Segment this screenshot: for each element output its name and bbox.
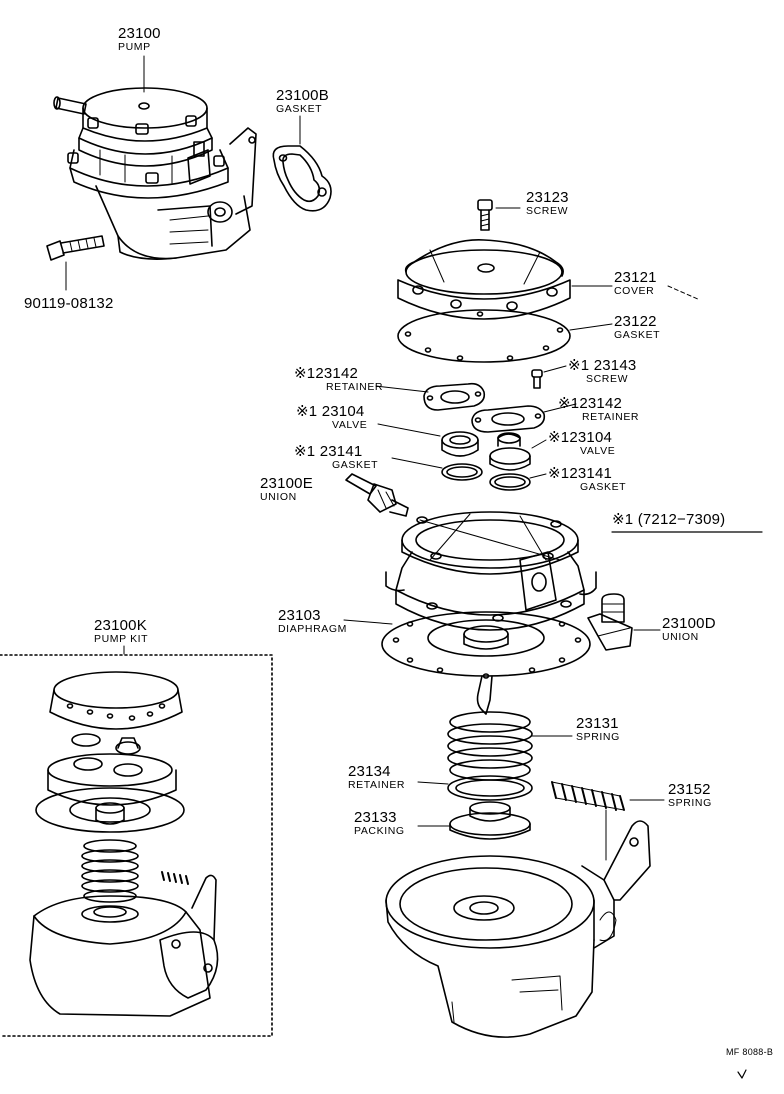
part-name: GASKET <box>614 329 661 341</box>
label-pump: 23100 PUMP <box>118 26 161 53</box>
pump-kit-boundary <box>0 654 273 1037</box>
pump-body-upper-drawing <box>385 511 597 631</box>
part-number: 23100K <box>94 617 147 634</box>
mounting-bolt-drawing <box>46 235 105 261</box>
cover-screw-drawing <box>477 199 493 231</box>
part-name: DIAPHRAGM <box>278 623 347 635</box>
label-retainer-left: ※123142 RETAINER <box>294 366 383 393</box>
valve-retainer-left-drawing <box>423 382 486 411</box>
part-number: 23100B <box>276 87 329 104</box>
label-spring-b: 23152 SPRING <box>668 782 712 809</box>
label-note: ※1 (7212−7309) <box>612 512 725 527</box>
part-name: SPRING <box>576 731 620 743</box>
label-pump-kit: 23100K PUMP KIT <box>94 618 148 645</box>
part-number: 23133 <box>354 809 397 826</box>
part-name: PUMP <box>118 41 151 53</box>
part-number: 23100D <box>662 615 716 632</box>
label-cover-gasket: 23122 GASKET <box>614 314 660 341</box>
label-valve-left: ※1 23104 VALVE <box>296 404 367 431</box>
part-number: 23104 <box>321 403 365 420</box>
label-union-e: 23100E UNION <box>260 476 313 503</box>
note-mark: ※1 <box>558 395 580 412</box>
note-mark: ※1 <box>612 511 634 528</box>
part-number: 23121 <box>614 269 657 286</box>
label-small-screw: ※1 23143 SCREW <box>568 358 636 385</box>
oil-seal-packing-drawing <box>449 801 531 840</box>
note-mark: ※1 <box>568 357 590 374</box>
note-mark: ※1 <box>548 429 570 446</box>
note-mark: ※1 <box>294 443 316 460</box>
part-name: RETAINER <box>326 381 384 393</box>
label-packing: 23133 PACKING <box>354 810 405 837</box>
note-mark: ※1 <box>548 465 570 482</box>
pump-cover-drawing <box>397 239 571 320</box>
lower-pump-body-drawing <box>385 820 651 1038</box>
figure-reference: MF 8088-B <box>726 1047 774 1057</box>
rocker-arm-spring-drawing <box>551 781 625 811</box>
part-number: 23100 <box>118 25 161 42</box>
note-text: (7212−7309) <box>637 511 726 528</box>
part-name: VALVE <box>580 445 616 457</box>
small-screw-drawing <box>531 369 543 389</box>
fuel-pump-assembly-drawing <box>53 87 257 260</box>
part-number: 23134 <box>348 763 391 780</box>
part-name: RETAINER <box>582 411 640 423</box>
part-name: PUMP KIT <box>94 633 149 645</box>
valve-left-drawing <box>441 431 479 457</box>
part-number: 23141 <box>569 465 613 482</box>
part-name: SCREW <box>586 373 629 385</box>
pump-kit-contents-drawing <box>29 671 219 1017</box>
label-gasket-left: ※1 23141 GASKET <box>294 444 378 471</box>
note-mark: ※1 <box>294 365 316 382</box>
part-number: 23122 <box>614 313 657 330</box>
part-name: GASKET <box>580 481 627 493</box>
part-name: VALVE <box>332 419 368 431</box>
label-gasket-right: ※123141 GASKET <box>548 466 626 493</box>
part-number: 23131 <box>576 715 619 732</box>
part-name: GASKET <box>276 103 323 115</box>
part-name: SPRING <box>668 797 712 809</box>
part-number: 23141 <box>319 443 363 460</box>
part-number: 23104 <box>569 429 613 446</box>
union-d-drawing <box>587 593 633 651</box>
part-name: UNION <box>260 491 297 503</box>
figure-ref-mark <box>737 1069 747 1079</box>
part-number: 23123 <box>526 189 569 206</box>
cover-gasket-drawing <box>397 309 571 363</box>
label-union-d: 23100D UNION <box>662 616 716 643</box>
union-e-drawing <box>345 473 409 517</box>
part-number: 90119-08132 <box>24 295 114 312</box>
spring-retainer-drawing <box>447 775 533 801</box>
label-spring-a: 23131 SPRING <box>576 716 620 743</box>
part-name: SCREW <box>526 205 569 217</box>
part-number: 23100E <box>260 475 313 492</box>
label-diaphragm: 23103 DIAPHRAGM <box>278 608 347 635</box>
part-number: 23143 <box>593 357 637 374</box>
diaphragm-spring-drawing <box>447 711 533 781</box>
part-number: 23103 <box>278 607 321 624</box>
part-name: PACKING <box>354 825 405 837</box>
label-screw-top: 23123 SCREW <box>526 190 569 217</box>
part-name: COVER <box>614 285 655 297</box>
part-number: 23142 <box>315 365 359 382</box>
label-valve-right: ※123104 VALVE <box>548 430 615 457</box>
part-number: 23142 <box>579 395 623 412</box>
label-retainer-b: 23134 RETAINER <box>348 764 405 791</box>
label-retainer-right: ※123142 RETAINER <box>558 396 639 423</box>
part-name: GASKET <box>332 459 379 471</box>
valve-gasket-right-drawing <box>489 473 531 491</box>
label-gasket-b: 23100B GASKET <box>276 88 329 115</box>
pump-gasket-drawing <box>272 145 332 212</box>
diaphragm-drawing <box>381 611 591 715</box>
valve-right-drawing <box>489 432 531 471</box>
note-mark: ※1 <box>296 403 318 420</box>
part-number: 23152 <box>668 781 711 798</box>
part-name: UNION <box>662 631 699 643</box>
valve-retainer-right-drawing <box>471 405 546 433</box>
label-cover: 23121 COVER <box>614 270 657 297</box>
label-bolt: 90119-08132 <box>24 296 114 311</box>
valve-gasket-left-drawing <box>441 463 483 481</box>
part-name: RETAINER <box>348 779 406 791</box>
